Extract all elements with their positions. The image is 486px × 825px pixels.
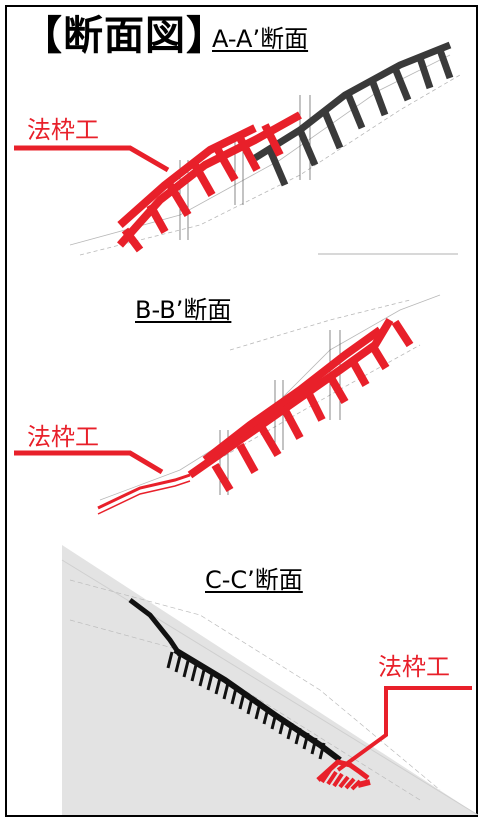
section-c-title: C-C’断面 (205, 566, 303, 594)
label-frame-work-a: 法枠工 (27, 116, 99, 144)
pointer-line-c (336, 686, 472, 772)
section-b-drawing (14, 294, 441, 515)
section-a-drawing (14, 41, 461, 256)
pointer-line-b (14, 450, 164, 475)
section-b-title: B-B’断面 (135, 296, 232, 324)
frame-work-b (187, 317, 414, 493)
label-frame-work-c: 法枠工 (378, 653, 450, 681)
frame-work-a (117, 111, 302, 253)
existing-frame-a (253, 41, 454, 187)
pointer-line-a (14, 145, 170, 173)
ground-mass-c (62, 545, 478, 815)
label-frame-work-b: 法枠工 (27, 423, 99, 451)
existing-frame-c (166, 647, 342, 763)
section-c-drawing (61, 545, 479, 815)
frame-work-c (316, 759, 371, 791)
section-a-title: A-A’断面 (212, 25, 309, 53)
diagram-title: 【断面図】 (22, 13, 227, 59)
